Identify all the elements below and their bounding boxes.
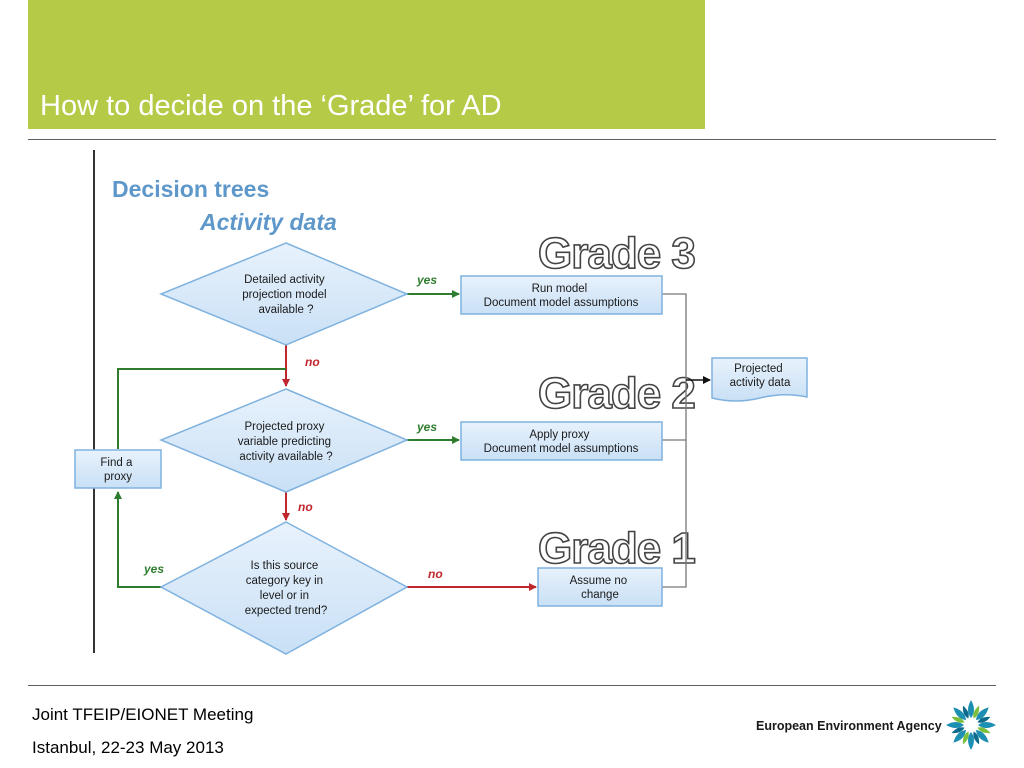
grade-2-label: Grade 2	[538, 369, 695, 418]
yes-label-3: yes	[143, 562, 164, 576]
no-label-1: no	[305, 355, 320, 369]
decision-1: Detailed activity projection model avail…	[159, 242, 409, 346]
decision-3-line-4: expected trend?	[245, 605, 327, 617]
action-run-model: Run model Document model assumptions	[460, 275, 663, 315]
no-label-2: no	[298, 500, 313, 514]
decision-2-line-3: activity available ?	[239, 451, 332, 463]
diagram-heading: Decision trees	[112, 176, 269, 202]
output-line-1: Projected	[734, 363, 783, 375]
find-proxy-return-line	[117, 368, 286, 449]
decision-1-line-3: available ?	[259, 304, 314, 316]
decision-3-line-2: category key in	[246, 575, 323, 587]
decision-3-line-1: Is this source	[251, 560, 319, 572]
action-3-line-2: change	[581, 589, 619, 601]
decision-2: Projected proxy variable predicting acti…	[159, 388, 409, 493]
svg-text:Projected proxy variable: Projected proxy variable predicting acti…	[238, 421, 335, 463]
action-2-line-1: Apply proxy	[529, 429, 589, 441]
footer-location-date: Istanbul, 22-23 May 2013	[32, 738, 224, 757]
yes-loop-to-find-proxy	[114, 491, 161, 588]
footer-meeting: Joint TFEIP/EIONET Meeting	[32, 705, 254, 724]
left-vertical-bar	[93, 150, 95, 653]
find-proxy-line-2: proxy	[104, 471, 132, 483]
yes-label-1: yes	[416, 273, 437, 287]
svg-text:Apply proxy Document mod: Apply proxy Document model assumptions	[484, 429, 639, 455]
action-2-line-2: Document model assumptions	[484, 443, 639, 455]
action-3-line-1: Assume no	[570, 575, 628, 587]
grade-3-label: Grade 3	[538, 229, 695, 278]
svg-text:Detailed activity projec: Detailed activity projection model avail…	[242, 274, 330, 316]
yes-label-2: yes	[416, 420, 437, 434]
bottom-divider	[28, 685, 996, 686]
title-band	[28, 0, 705, 129]
output-projected-activity-data: Projected activity data	[711, 357, 808, 402]
output-line-2: activity data	[730, 377, 791, 389]
action-1-line-1: Run model	[532, 283, 588, 295]
find-proxy-line-1: Find a	[100, 457, 133, 469]
decision-1-line-1: Detailed activity	[244, 274, 325, 286]
svg-text:Assume no change: Assume no change	[570, 575, 631, 601]
decision-2-line-1: Projected proxy	[244, 421, 324, 433]
decision-1-line-2: projection model	[242, 289, 326, 301]
svg-text:Projected activity data: Projected activity data	[730, 363, 791, 389]
top-divider	[28, 139, 996, 140]
grade-1-label: Grade 1	[538, 524, 695, 573]
diagram-subheading: Activity data	[199, 209, 337, 235]
svg-text:Find a proxy: Find a proxy	[100, 457, 135, 483]
svg-text:Run model Document model: Run model Document model assumptions	[484, 283, 639, 309]
svg-text:Is this source category: Is this source category key in level or …	[245, 560, 327, 617]
decision-2-line-2: variable predicting	[238, 436, 331, 448]
decision-3-line-3: level or in	[260, 590, 309, 602]
no-label-3: no	[428, 567, 443, 581]
slide-title: How to decide on the ‘Grade’ for AD	[40, 90, 502, 122]
action-apply-proxy: Apply proxy Document model assumptions	[460, 421, 663, 461]
find-proxy-box: Find a proxy	[74, 449, 162, 489]
action-assume-no-change: Assume no change	[537, 567, 663, 607]
decision-3: Is this source category key in level or …	[159, 521, 409, 655]
eea-name: European Environment Agency	[756, 719, 942, 733]
action-1-line-2: Document model assumptions	[484, 297, 639, 309]
eea-logo-icon	[946, 700, 996, 750]
